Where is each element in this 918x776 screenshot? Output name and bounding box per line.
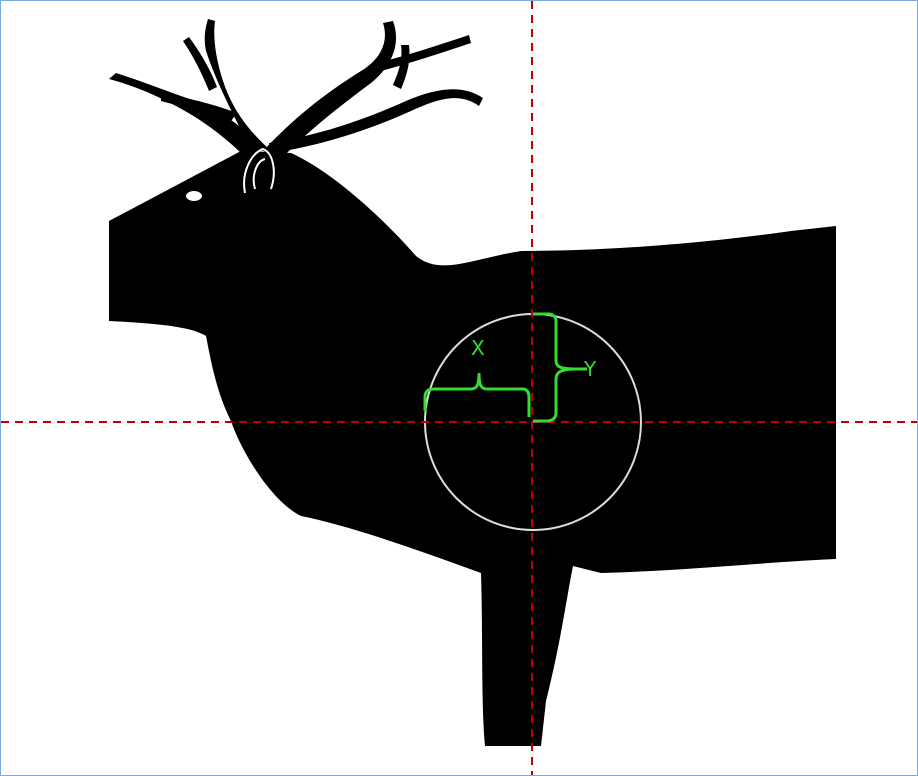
eye	[186, 191, 202, 201]
antlers	[109, 19, 483, 159]
antler-left	[109, 73, 263, 153]
x-label: X	[471, 336, 485, 360]
y-label: Y	[583, 357, 597, 381]
antler-right-tine-2	[393, 45, 410, 89]
animal-silhouette	[109, 151, 836, 746]
